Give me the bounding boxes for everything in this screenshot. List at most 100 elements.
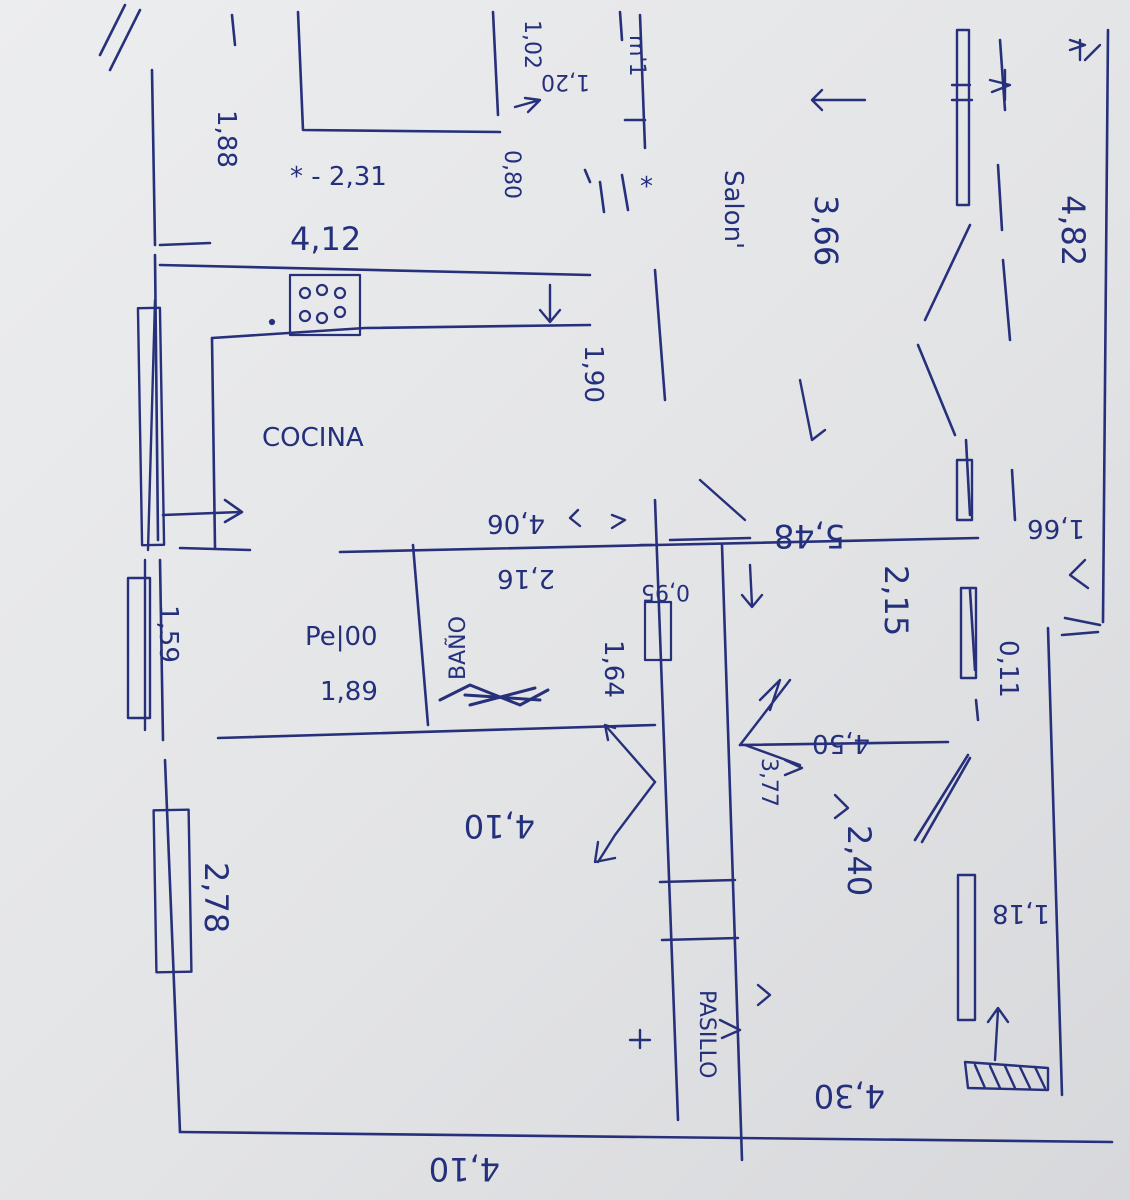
label-bedroom: Pe|00 bbox=[305, 622, 378, 652]
label-living-room: Salon' bbox=[718, 170, 748, 249]
shower-box bbox=[643, 600, 673, 662]
hatch-lines bbox=[973, 1063, 1047, 1090]
kitchen-top-cabinet bbox=[296, 10, 502, 134]
window-tick bbox=[950, 83, 974, 102]
dimension-arrows bbox=[438, 38, 1102, 1092]
dim-label: 2,16 bbox=[497, 563, 555, 593]
kitchen-partition bbox=[491, 10, 500, 117]
kitchen-counter-line-2 bbox=[210, 323, 592, 340]
outer-wall-left-top bbox=[150, 68, 157, 247]
diagonal-door-1 bbox=[923, 223, 972, 322]
burner-icon bbox=[298, 309, 312, 323]
kitchen-inner-wall bbox=[210, 336, 217, 550]
kitchen-counter-line bbox=[158, 263, 592, 277]
window-living-2 bbox=[955, 458, 974, 522]
right-wall-segments bbox=[964, 438, 980, 722]
dim-label: 4,10 bbox=[429, 1150, 500, 1188]
outer-wall-left bbox=[153, 253, 160, 542]
dim-label: 0,80 bbox=[499, 150, 524, 199]
dim-label: 5,48 bbox=[774, 517, 845, 555]
tick-mark bbox=[230, 13, 237, 47]
dim-label: 1,66 bbox=[1027, 513, 1085, 543]
diagonal-door-2 bbox=[916, 343, 957, 437]
outer-wall-right bbox=[1046, 626, 1064, 1097]
diagonal-door-3 bbox=[913, 753, 970, 842]
arrow-icon bbox=[810, 88, 867, 112]
outer-wall-bottom bbox=[178, 1130, 1114, 1144]
scribble bbox=[438, 683, 550, 707]
stove-body bbox=[288, 273, 362, 337]
kitchen-left-stub bbox=[158, 241, 212, 247]
label-hallway: PASILLO bbox=[694, 990, 719, 1078]
walls bbox=[98, 3, 1114, 1162]
window-living-1 bbox=[955, 28, 971, 207]
arrow-icon bbox=[628, 1028, 652, 1050]
dim-label: * - 2,31 bbox=[290, 162, 387, 192]
dim-label: 1,02 bbox=[519, 20, 544, 69]
kitchen-right-wall bbox=[623, 13, 647, 150]
arrow-icon bbox=[1068, 38, 1102, 62]
burner-icon bbox=[298, 286, 312, 300]
door-swing-arrow bbox=[738, 678, 792, 747]
dim-label: 1,20 bbox=[541, 69, 590, 94]
arrow-icon bbox=[740, 563, 764, 609]
partition-horizontal bbox=[338, 536, 980, 554]
dim-label: 1,64 bbox=[598, 640, 628, 698]
kitchen-arrow-head bbox=[223, 498, 244, 524]
door-diagonal bbox=[698, 478, 747, 522]
dim-label: 4,30 bbox=[814, 1077, 885, 1115]
dim-label: 1,90 bbox=[578, 345, 608, 403]
door-swing-arrow bbox=[743, 743, 804, 777]
dim-label: 2,40 bbox=[840, 825, 878, 896]
living-stub-wall bbox=[653, 268, 667, 402]
arrow-icon bbox=[833, 793, 850, 820]
corner-mark bbox=[98, 3, 142, 72]
arrow-icon bbox=[988, 68, 1012, 102]
window-kitchen bbox=[136, 306, 166, 547]
dim-label: 1,18 bbox=[992, 898, 1050, 928]
bathroom-fixture bbox=[643, 600, 673, 662]
arrow-icon bbox=[568, 508, 582, 528]
corridor-wall-left bbox=[653, 498, 680, 1122]
arrow-icon bbox=[610, 513, 627, 530]
bedroom-bottom-wall bbox=[216, 723, 657, 740]
burner-icon bbox=[315, 311, 329, 325]
corridor-top bbox=[668, 536, 752, 542]
door-swing-arrow bbox=[593, 780, 657, 864]
kitchen-bottom-stub bbox=[178, 546, 252, 552]
dot-mark bbox=[268, 318, 276, 326]
outer-wall-left-mid bbox=[158, 558, 165, 742]
dim-label: 2,78 bbox=[197, 862, 235, 933]
living-mid-wall bbox=[738, 740, 950, 747]
dashed-wall bbox=[996, 38, 1017, 522]
dim-label: 4,10 bbox=[464, 807, 535, 845]
window-frame-line bbox=[143, 298, 157, 732]
label-bathroom: BAÑO bbox=[444, 616, 471, 680]
burner-icon bbox=[333, 286, 347, 300]
arrow-icon bbox=[986, 1006, 1010, 1062]
dim-label: 4,06 bbox=[487, 508, 545, 538]
arrow-icon bbox=[513, 96, 542, 114]
wall-step bbox=[1060, 616, 1102, 637]
dim-label: m'1 bbox=[624, 35, 649, 76]
outer-wall-left-bottom bbox=[163, 758, 182, 1134]
burner-icon bbox=[315, 283, 329, 297]
door-swing-arrow bbox=[603, 723, 657, 784]
tick-mark bbox=[618, 10, 624, 42]
diagonal-door-3b bbox=[920, 756, 972, 844]
window-living-4 bbox=[956, 873, 977, 1022]
corridor-crossbars bbox=[658, 878, 740, 942]
bedroom-bath-wall bbox=[411, 543, 430, 727]
kitchen-arrow-line bbox=[161, 510, 242, 517]
arrow-icon bbox=[718, 1018, 742, 1040]
windows bbox=[126, 28, 978, 1022]
arrow-icon bbox=[1068, 558, 1090, 590]
dim-label: 3,77 bbox=[756, 758, 781, 807]
arrow-icon bbox=[798, 378, 827, 442]
dim-label: 1,88 bbox=[211, 110, 241, 168]
label-kitchen: COCINA bbox=[262, 423, 364, 453]
outer-wall-right-top bbox=[1101, 28, 1110, 624]
burner-icon bbox=[333, 305, 347, 319]
